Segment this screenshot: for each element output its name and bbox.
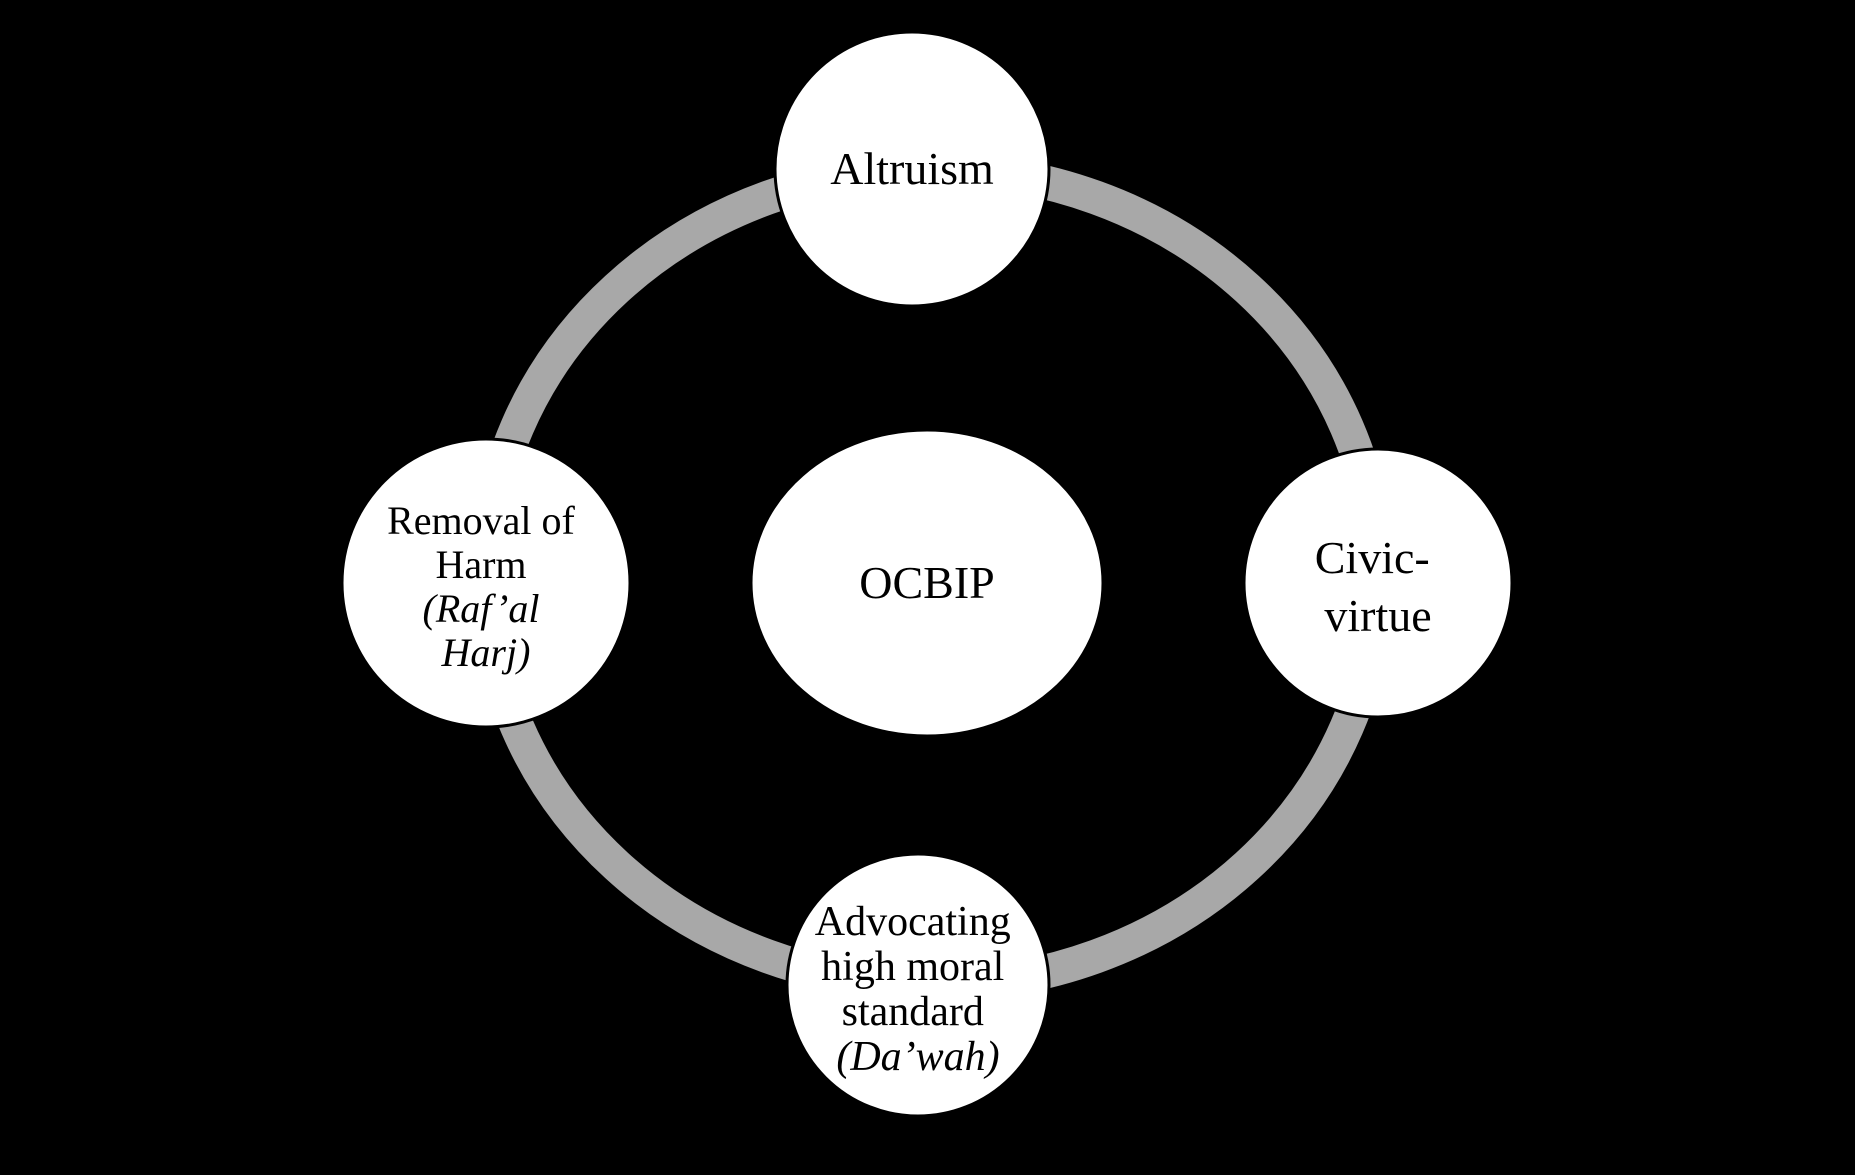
node-advocating-label: Advocating high moral standard (Da’wah) xyxy=(815,899,1021,1080)
node-civic-virtue-circle xyxy=(1242,447,1514,719)
node-ocbip-label: OCBIP xyxy=(859,557,994,608)
removal-line-1: Removal of xyxy=(387,498,575,543)
advocating-line-2: high moral xyxy=(821,944,1004,990)
node-removal-of-harm: Removal of Harm (Raf’al Harj) xyxy=(340,437,632,729)
node-ocbip-center: OCBIP xyxy=(749,428,1105,738)
removal-line-3-rafal: (Raf’al xyxy=(423,586,540,631)
advocating-line-4-dawah: (Da’wah) xyxy=(836,1034,999,1080)
advocating-line-3: standard xyxy=(842,989,984,1035)
node-advocating-moral-standard: Advocating high moral standard (Da’wah) xyxy=(785,852,1051,1118)
node-civic-virtue: Civic- virtue xyxy=(1242,447,1514,719)
removal-line-4-harj: Harj) xyxy=(441,630,531,675)
node-altruism: Altruism xyxy=(773,30,1051,308)
node-advocating-circle xyxy=(785,852,1051,1118)
node-ocbip-ellipse xyxy=(749,428,1105,738)
node-altruism-label: Altruism xyxy=(830,143,994,194)
node-removal-circle xyxy=(340,437,632,729)
node-altruism-circle xyxy=(773,30,1051,308)
civic-virtue-line-2: virtue xyxy=(1324,590,1431,641)
node-removal-label: Removal of Harm (Raf’al Harj) xyxy=(387,498,585,675)
civic-virtue-line-1: Civic- xyxy=(1315,532,1430,583)
node-civic-virtue-label: Civic- virtue xyxy=(1315,532,1441,641)
removal-line-2: Harm xyxy=(435,542,526,587)
advocating-line-1: Advocating xyxy=(815,899,1011,945)
